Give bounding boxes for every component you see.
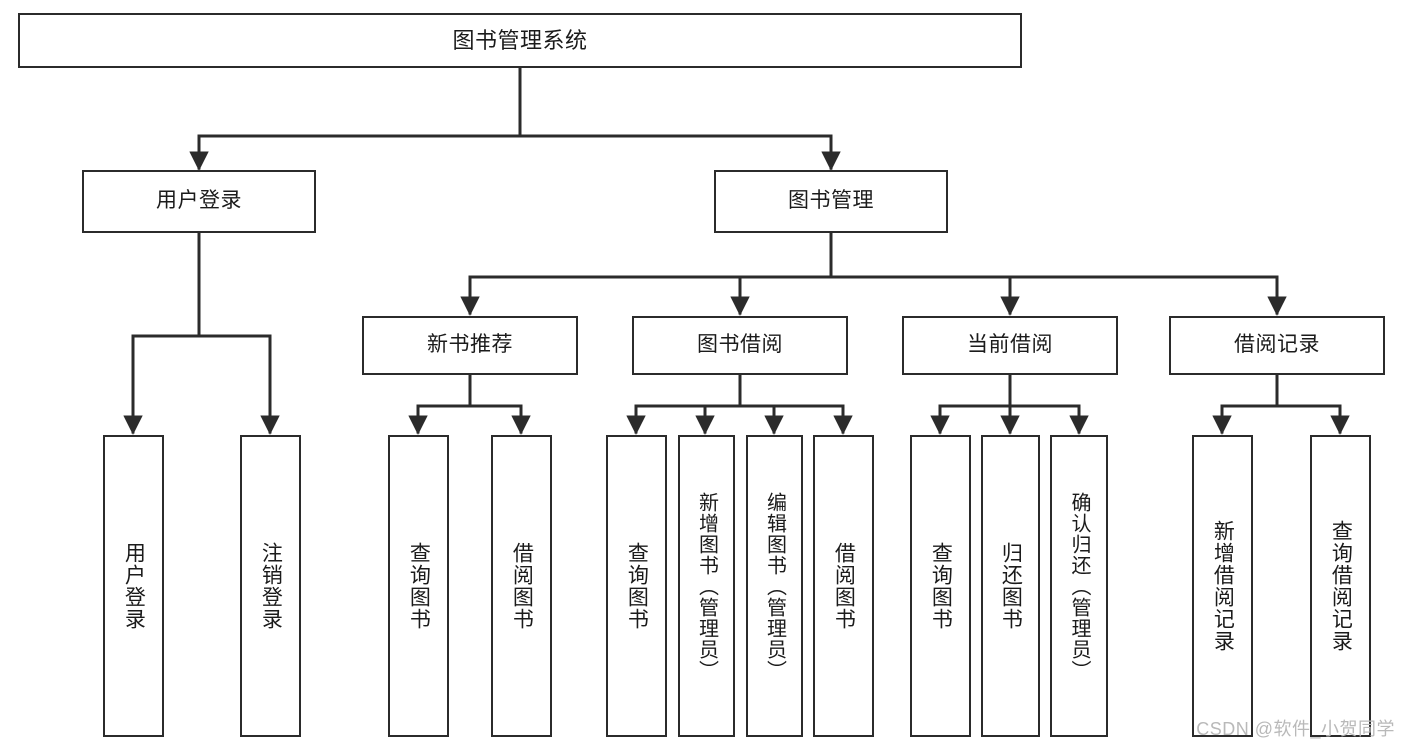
csdn-watermark: CSDN @软件_小贺同学: [1196, 719, 1395, 739]
node-label: 用户登录: [122, 542, 146, 630]
leaf-current-confirm-return-admin[interactable]: 确认归还（管理员）: [1050, 435, 1108, 737]
leaf-new-book-borrow-book[interactable]: 借阅图书: [491, 435, 552, 737]
node-new-book-recommendation[interactable]: 新书推荐: [362, 316, 578, 375]
node-label: 图书管理: [788, 189, 874, 213]
leaf-borrow-add-book-admin[interactable]: 新增图书（管理员）: [678, 435, 735, 737]
node-label: 编辑图书（管理员）: [763, 491, 786, 681]
node-book-management-system[interactable]: 图书管理系统: [18, 13, 1022, 68]
leaf-new-book-query-book[interactable]: 查询图书: [388, 435, 449, 737]
leaf-record-query-record[interactable]: 查询借阅记录: [1310, 435, 1371, 737]
node-book-management[interactable]: 图书管理: [714, 170, 948, 233]
node-label: 图书借阅: [697, 333, 783, 357]
leaf-record-add-record[interactable]: 新增借阅记录: [1192, 435, 1253, 737]
node-label: 新增借阅记录: [1211, 520, 1235, 652]
node-label: 注销登录: [259, 542, 283, 630]
node-user-login[interactable]: 用户登录: [82, 170, 316, 233]
node-book-borrowing[interactable]: 图书借阅: [632, 316, 848, 375]
node-label: 查询图书: [625, 542, 649, 630]
node-label: 图书管理系统: [452, 27, 588, 53]
node-borrowing-record[interactable]: 借阅记录: [1169, 316, 1385, 375]
node-label: 新增图书（管理员）: [695, 491, 718, 681]
leaf-user-login-logout[interactable]: 注销登录: [240, 435, 301, 737]
node-label: 用户登录: [156, 189, 242, 213]
node-label: 借阅记录: [1234, 333, 1320, 357]
leaf-borrow-borrow-book[interactable]: 借阅图书: [813, 435, 874, 737]
leaf-user-login-login[interactable]: 用户登录: [103, 435, 164, 737]
node-label: 确认归还（管理员）: [1068, 491, 1090, 681]
node-current-borrowing[interactable]: 当前借阅: [902, 316, 1118, 375]
node-label: 查询图书: [407, 542, 431, 630]
node-label: 归还图书: [999, 542, 1023, 630]
node-label: 当前借阅: [967, 333, 1053, 357]
node-label: 查询借阅记录: [1329, 520, 1353, 652]
leaf-borrow-query-book[interactable]: 查询图书: [606, 435, 667, 737]
leaf-borrow-edit-book-admin[interactable]: 编辑图书（管理员）: [746, 435, 803, 737]
leaf-current-query-book[interactable]: 查询图书: [910, 435, 971, 737]
node-label: 借阅图书: [510, 542, 534, 630]
node-label: 借阅图书: [832, 542, 856, 630]
leaf-current-return-book[interactable]: 归还图书: [981, 435, 1040, 737]
node-label: 查询图书: [929, 542, 953, 630]
node-label: 新书推荐: [427, 333, 513, 357]
